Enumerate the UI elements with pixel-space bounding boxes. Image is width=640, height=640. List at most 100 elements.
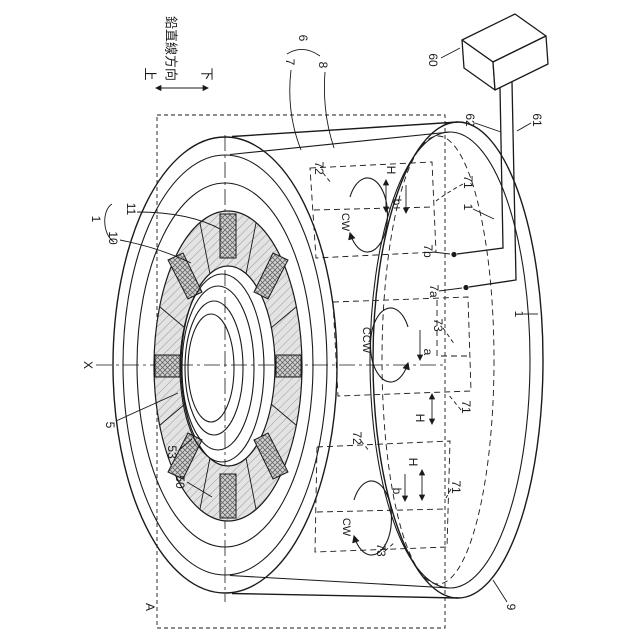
drive-unit — [451, 13, 549, 291]
leader-71-mid — [447, 393, 462, 411]
left-face-inner-rim-ellipse — [136, 182, 314, 548]
wire-b — [456, 87, 504, 255]
rotation-arrows — [348, 177, 410, 556]
leader-62 — [474, 122, 502, 133]
sensor-window-top-divider — [313, 206, 435, 211]
leader-7 — [289, 69, 302, 151]
bore-ellipse-3 — [184, 300, 244, 436]
ref-label-60: 60 — [426, 53, 440, 67]
wire-a — [468, 81, 517, 288]
ref-label-1-right: 1 — [512, 311, 526, 318]
ref-label-1-top: 1 — [461, 204, 475, 211]
body-top-inner-line — [229, 131, 451, 156]
control-box-front-face — [492, 35, 549, 91]
rotor-ring — [153, 210, 303, 522]
terminal-7a-dot — [463, 284, 469, 291]
shaft — [179, 273, 265, 463]
leader-lines — [104, 47, 538, 603]
leader-9 — [492, 579, 508, 603]
bore-ellipse-2 — [181, 285, 255, 451]
ref-label-10: 10 — [106, 231, 120, 245]
leader-10 — [119, 239, 192, 264]
ref-label-1-left: 1 — [89, 216, 103, 223]
leader-72-top — [322, 172, 332, 184]
ref-label-50: 50 — [173, 475, 187, 489]
sensor-window-bottom — [314, 440, 451, 553]
ref-label-b-top: b — [390, 199, 404, 206]
ref-label-5: 5 — [103, 422, 117, 429]
cw-rotation-arrow-top — [348, 177, 388, 253]
sensor-window-mid — [332, 296, 472, 397]
ref-label-7b: 7b — [421, 244, 435, 258]
ref-label-71-top: 71 — [461, 175, 475, 189]
magnet — [253, 432, 289, 480]
leader-60 — [440, 47, 461, 59]
sensor-window-bottom-divider — [316, 508, 447, 513]
cw-rotation-arrow-bottom — [352, 480, 392, 556]
ref-label-a-mid: a — [421, 349, 435, 356]
right-cap-outer-ellipse — [372, 121, 544, 599]
leader-7b — [432, 251, 451, 255]
left-face-rim-ellipse — [122, 154, 328, 576]
ref-label-61: 61 — [530, 113, 544, 127]
body-bottom-line — [231, 592, 459, 599]
bore-ellipse-1 — [179, 273, 265, 463]
ref-label-7a: 7a — [427, 284, 441, 298]
direction-label: 鉛直線方向 — [164, 16, 179, 81]
segment-division-lines — [159, 222, 297, 510]
ref-label-h-bottom: H — [406, 458, 420, 467]
leader-7a — [438, 287, 463, 292]
ref-label-73-bottom: 73 — [374, 543, 388, 557]
brace-6 — [286, 49, 321, 57]
terminal-7b-dot — [451, 251, 457, 258]
leader-11 — [136, 211, 223, 231]
x-axis-label: X — [81, 361, 95, 369]
down-label: 下 — [200, 67, 215, 80]
ref-label-cw-bottom: CW — [340, 518, 352, 537]
leader-50 — [186, 481, 213, 498]
ref-label-72-top: 72 — [312, 161, 326, 175]
drum — [112, 121, 544, 599]
leader-73-mid — [442, 327, 456, 346]
ref-label-71-mid: 71 — [459, 400, 473, 414]
section-a-label: A — [143, 603, 157, 611]
magnet — [219, 213, 237, 259]
bore-ellipse-4 — [187, 313, 235, 423]
labels: 鉛直線方向 上 下 6 7 8 60 62 61 72 H 71 b CW 1 … — [81, 16, 544, 611]
ref-label-cw-top: CW — [339, 213, 351, 232]
ref-label-h-mid: H — [413, 414, 427, 423]
ref-label-b-bottom: b — [390, 488, 404, 495]
leader-8 — [323, 71, 335, 149]
body-bottom-inner-line — [229, 574, 451, 589]
leader-5 — [115, 392, 179, 422]
hidden-edge-ellipse — [381, 135, 495, 585]
leader-72-bottom — [360, 440, 371, 453]
body-top-line — [231, 121, 459, 138]
sensor-window-mid-step — [436, 300, 468, 357]
ref-label-73-mid: 73 — [431, 318, 445, 332]
magnet — [219, 473, 237, 519]
magnet — [253, 252, 289, 300]
ref-label-53: 53 — [165, 445, 179, 459]
left-face-outer-ellipse — [112, 136, 338, 594]
ref-label-8: 8 — [316, 62, 330, 69]
ccw-rotation-arrow-mid — [370, 307, 410, 383]
leader-53 — [179, 438, 193, 450]
ref-label-62: 62 — [463, 113, 477, 127]
ref-label-7: 7 — [283, 59, 297, 66]
ref-label-71-bottom: 71 — [449, 480, 463, 494]
leader-71-top — [435, 183, 464, 202]
leader-61 — [516, 122, 532, 132]
ref-label-h-top: H — [384, 166, 398, 175]
magnet — [167, 252, 203, 300]
ref-label-72-bottom: 72 — [350, 431, 364, 445]
brace-1-left — [104, 203, 115, 243]
magnet — [275, 354, 302, 378]
ref-label-ccw-mid: CCW — [360, 327, 372, 354]
leader-1-top — [472, 208, 495, 220]
magnet — [154, 354, 181, 378]
leader-73-bottom — [384, 541, 396, 552]
ref-label-9: 9 — [504, 604, 518, 611]
